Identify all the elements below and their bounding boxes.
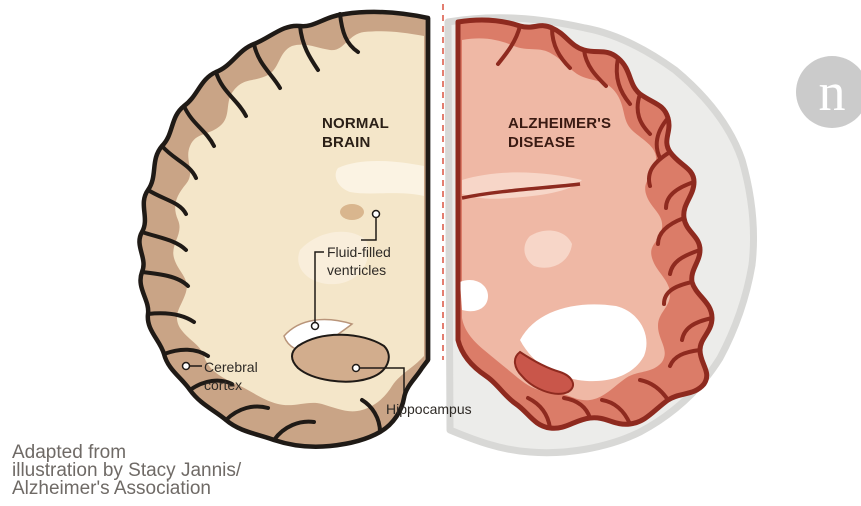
normal-ventricle-band xyxy=(336,161,424,196)
normal-hippocampus xyxy=(292,335,389,382)
publisher-logo: n xyxy=(796,56,861,128)
credit-line-3: Alzheimer's Association xyxy=(12,480,241,498)
logo-letter: n xyxy=(819,62,846,122)
normal-brain-hemisphere xyxy=(139,12,428,447)
normal-ventricle-small xyxy=(340,204,364,220)
image-credit: Adapted from illustration by Stacy Janni… xyxy=(12,444,241,498)
hippocampus-label: Hippocampus xyxy=(386,401,472,417)
